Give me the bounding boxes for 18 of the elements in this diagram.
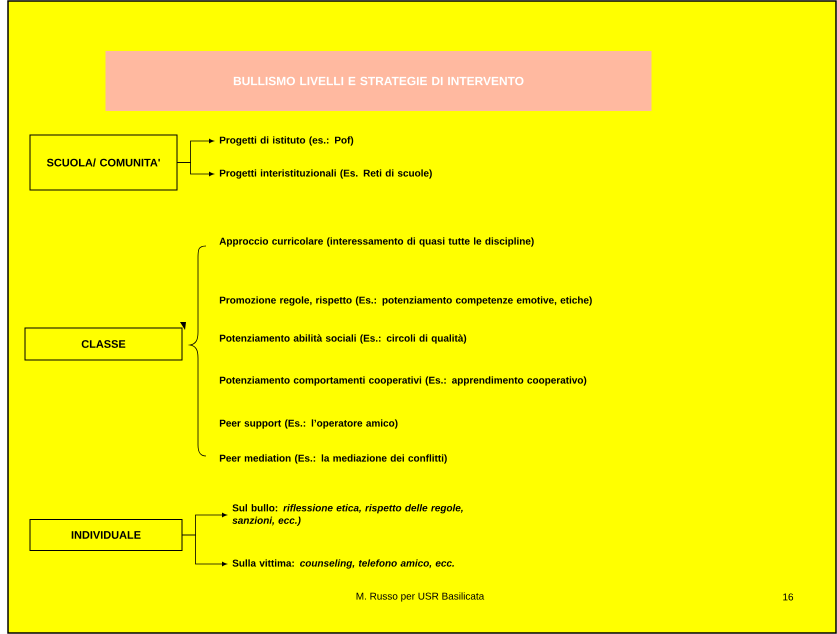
strategy-text: Sulla vittima: counseling, telefono amico, ecc. [232, 559, 454, 569]
arrow [182, 534, 227, 566]
strategy-text: Progetti di istituto (es.: Pof) [220, 136, 354, 146]
level-box: CLASSE [24, 328, 182, 360]
strategy-text: Peer support (Es.: l’operatore amico) [220, 419, 398, 429]
strategy-text: Sul bullo: riflessione etica, rispetto delle regole, sanzioni, ecc.) [232, 504, 463, 526]
strategy-text: Progetti interistituzionali (Es. Reti di scuole) [220, 169, 432, 179]
level-box: INDIVIDUALE [30, 519, 182, 551]
strategy-text: Potenziamento comportamenti cooperativi (Es.: apprendimento cooperativo) [220, 376, 586, 386]
title-banner: BULLISMO LIVELLI E STRATEGIE DI INTERVENTO [106, 51, 652, 111]
strategy-text: Approccio curricolare (interessamento di quasi tutte le discipline) [219, 237, 534, 247]
level-box: SCUOLA/ COMUNITA' [30, 134, 178, 190]
page-number: 16 [783, 593, 794, 601]
strategy-text: Promozione regole, rispetto (Es.: potenziamento competenze emotive, etiche) [220, 296, 592, 306]
strategy-text: Peer mediation (Es.: la mediazione dei conflitti) [220, 454, 447, 464]
strategy-text: Potenziamento abilità sociali (Es.: circoli di qualità) [220, 334, 466, 344]
footer-text: M. Russo per USR Basilicata [356, 592, 484, 602]
arrow [177, 162, 214, 176]
